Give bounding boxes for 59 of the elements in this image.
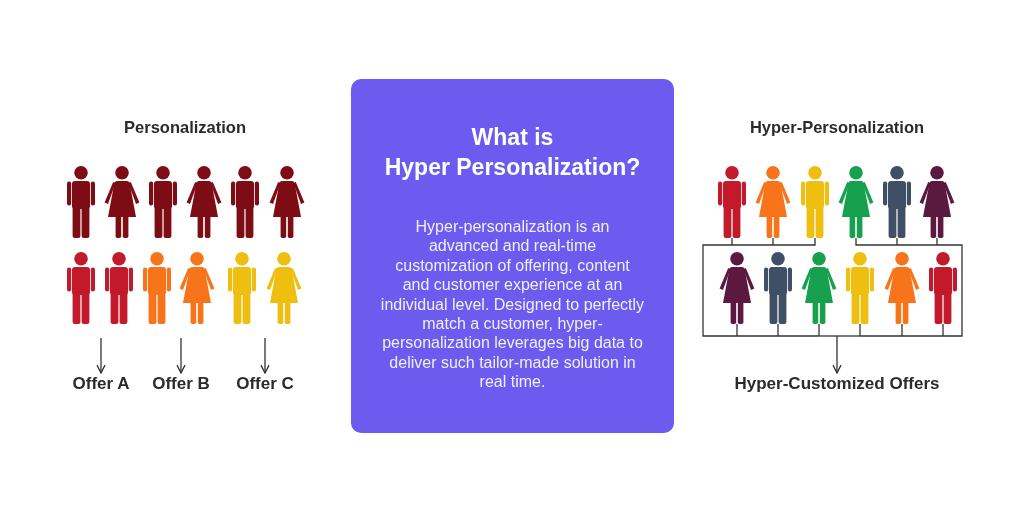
male-person-icon [883, 166, 911, 238]
female-person-icon [269, 166, 305, 238]
male-person-icon [764, 252, 792, 324]
connector-line [736, 335, 779, 337]
male-person-icon [846, 252, 874, 324]
offer-label: Offer B [152, 373, 210, 395]
connector-line [818, 335, 838, 337]
connector-line [859, 323, 861, 337]
female-person-icon [104, 166, 140, 238]
offer-label: Hyper-Customized Offers [734, 373, 940, 395]
connector-line [855, 237, 898, 246]
section-heading: Personalization [124, 117, 246, 137]
female-person-icon [266, 252, 302, 324]
connector-line [936, 237, 938, 246]
connector-line [736, 323, 738, 337]
male-person-icon [67, 252, 95, 324]
connector-line [772, 237, 774, 246]
male-person-icon [143, 252, 171, 324]
male-person-icon [718, 166, 746, 238]
arrow [832, 335, 842, 374]
connector-line [772, 237, 816, 246]
male-person-icon [231, 166, 259, 238]
female-person-icon [919, 166, 955, 238]
arrow [176, 337, 186, 374]
info-card [351, 79, 674, 433]
male-person-icon [929, 252, 957, 324]
arrow [260, 337, 270, 374]
connector-line [702, 244, 738, 337]
connector-line [942, 323, 944, 337]
connector-line [731, 237, 733, 246]
connector-line [731, 244, 774, 246]
offer-label: Offer A [72, 373, 130, 395]
arrow [96, 337, 106, 374]
female-person-icon [179, 252, 215, 324]
male-person-icon [67, 166, 95, 238]
card-heading: What is Hyper Personalization? [384, 123, 641, 182]
female-person-icon [884, 252, 920, 324]
female-person-icon [801, 252, 837, 324]
connector-line [901, 335, 944, 337]
male-person-icon [228, 252, 256, 324]
card-description: Hyper-personalization is an advanced and real-time customization of offering, content and customer experience at an individual level. Designed to perfectly match a customer, hyper-personalization leverages big data to deliver such tailor-made solution in real time. [380, 217, 645, 392]
connector-line [777, 323, 779, 337]
female-person-icon [755, 166, 791, 238]
section-heading: Hyper-Personalization [749, 117, 925, 137]
connector-line [777, 335, 820, 337]
connector-line [818, 323, 820, 337]
offer-label: Offer C [236, 373, 294, 395]
connector-line [896, 244, 938, 246]
female-person-icon [186, 166, 222, 238]
connector-line [896, 237, 898, 246]
male-person-icon [105, 252, 133, 324]
connector-line [936, 244, 963, 337]
connector-line [901, 323, 903, 337]
female-person-icon [838, 166, 874, 238]
female-person-icon [719, 252, 755, 324]
male-person-icon [801, 166, 829, 238]
male-person-icon [149, 166, 177, 238]
connector-line [836, 335, 861, 337]
connector-line [859, 335, 903, 337]
